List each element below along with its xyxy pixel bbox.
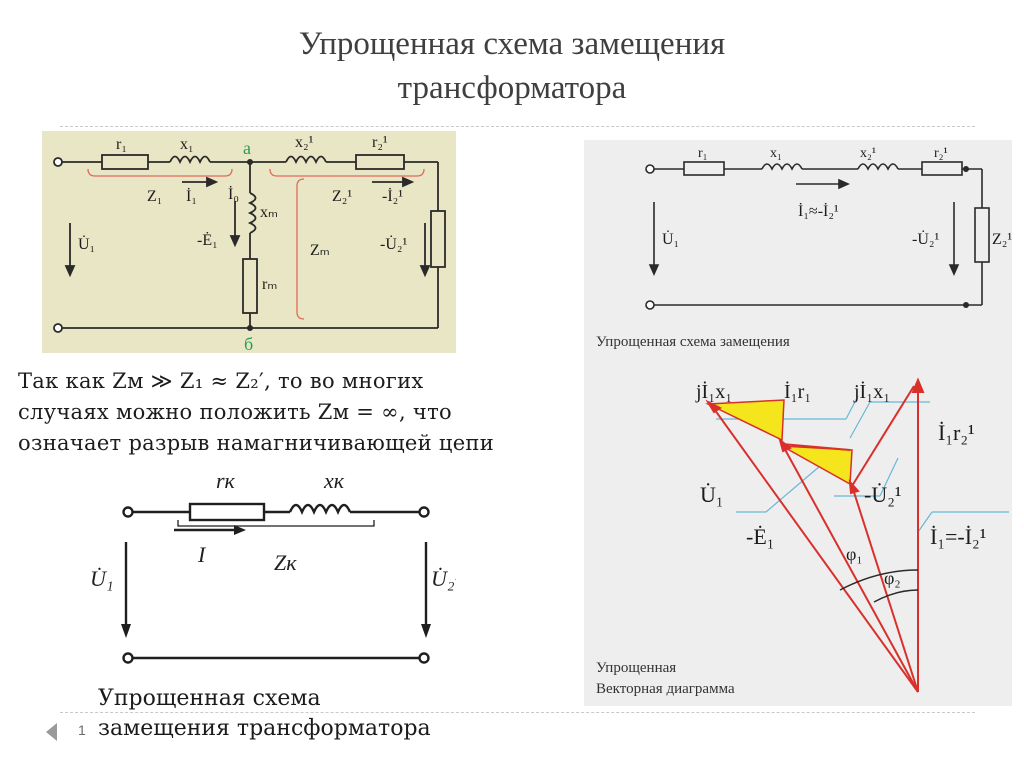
explanation-paragraph: Так как Zм ≫ Z₁ ≈ Z₂′, то во многих случ… bbox=[18, 366, 578, 459]
u2-vector-label: -U̇₂¹ bbox=[864, 482, 901, 507]
paragraph-line1: Так как Zм ≫ Z₁ ≈ Z₂′, то во многих bbox=[18, 369, 424, 393]
u2-label: -U̇₂¹ bbox=[912, 230, 939, 248]
x1-label: x₁ bbox=[770, 146, 782, 161]
full-equivalent-circuit: r₁ x₁ а x₂¹ r₂¹ Z₁ İ₁ Z₂¹ -İ₂¹ U̇₁ İ₀ -Ė… bbox=[42, 131, 456, 353]
x1-inductor bbox=[169, 155, 211, 165]
z2-label: Z₂¹ bbox=[332, 188, 352, 205]
vector-diagram-panel: r₁ x₁ x₂¹ r₂¹ İ₁≈-İ₂¹ U̇₁ -U̇₂¹ Z₂¹ Упро… bbox=[584, 140, 1012, 706]
u1-label: U̇₁ bbox=[90, 566, 114, 591]
diagram-caption-line1: Упрощенная bbox=[596, 660, 676, 676]
title-divider bbox=[60, 126, 975, 127]
simplified-circuit-caption: Упрощенная схема замещения трансформатор… bbox=[98, 684, 431, 744]
phi2-label: φ₂ bbox=[884, 568, 901, 588]
xm-inductor bbox=[247, 192, 257, 234]
r2-label: r₂¹ bbox=[372, 134, 388, 151]
u1-label: U̇₁ bbox=[78, 235, 95, 253]
current-relation-vector-label: İ₁=-İ₂¹ bbox=[930, 524, 986, 549]
zm-label: Zₘ bbox=[310, 242, 330, 259]
caption-line1: Упрощенная схема bbox=[98, 686, 321, 711]
i1r2-label: İ₁r₂¹ bbox=[938, 420, 975, 445]
u2-vector bbox=[851, 485, 919, 693]
jI1x1-left-label: jİ₁x₁ bbox=[695, 380, 732, 403]
rk-resistor bbox=[188, 502, 266, 522]
current-relation-label: İ₁≈-İ₂¹ bbox=[798, 202, 839, 220]
diagram-caption-line2: Векторная диаграмма bbox=[596, 681, 735, 697]
x2-inductor bbox=[285, 155, 327, 165]
r2-label: r₂¹ bbox=[934, 146, 948, 161]
simplified-circuit: rк xк I Zк U̇₁ U̇₂¹ bbox=[90, 468, 456, 664]
e1-vector bbox=[781, 443, 919, 693]
node-a-label: а bbox=[243, 138, 251, 158]
i1r1-vector bbox=[781, 443, 851, 451]
slide-number: 1 bbox=[78, 722, 86, 738]
i2-label: -İ₂¹ bbox=[382, 187, 403, 205]
x2-label: x₂¹ bbox=[295, 134, 314, 151]
circuit-caption: Упрощенная схема замещения bbox=[596, 334, 790, 350]
panel-background bbox=[584, 140, 1012, 706]
rm-label: rₘ bbox=[262, 276, 277, 293]
current-i-label: I bbox=[197, 542, 207, 567]
xk-inductor bbox=[288, 503, 352, 516]
x2-inductor bbox=[857, 163, 899, 171]
i1r2-vector bbox=[851, 385, 915, 487]
xk-label: xк bbox=[323, 468, 345, 493]
slide-title-line1: Упрощенная схема замещения bbox=[298, 26, 726, 62]
r1-label: r₁ bbox=[698, 146, 708, 161]
u1-vector bbox=[711, 405, 919, 693]
xm-label: xₘ bbox=[260, 204, 278, 221]
i0-label: İ₀ bbox=[228, 185, 239, 203]
r1-label: r₁ bbox=[116, 136, 127, 153]
zk-label: Zк bbox=[274, 550, 297, 575]
circuit-background bbox=[42, 131, 456, 353]
x1-label: x₁ bbox=[180, 136, 194, 153]
x2-label: x₂¹ bbox=[860, 146, 876, 161]
i1-label: İ₁ bbox=[186, 187, 197, 205]
z1-label: Z₁ bbox=[147, 188, 162, 205]
u1-vector-label: U̇₁ bbox=[700, 482, 724, 507]
caption-line2: замещения трансформатора bbox=[98, 716, 431, 741]
x1-inductor bbox=[761, 163, 803, 171]
current-arrowhead bbox=[911, 377, 925, 393]
paragraph-line2: случаях можно положить Zм = ∞, что bbox=[18, 400, 452, 424]
paragraph-line3: означает разрыв намагничивающей цепи bbox=[18, 431, 495, 455]
u2-label: U̇₂¹ bbox=[431, 566, 456, 591]
phi1-arc bbox=[839, 569, 919, 591]
slide-title-line2: трансформатора bbox=[397, 70, 627, 106]
previous-slide-icon[interactable] bbox=[46, 723, 57, 741]
phi1-label: φ₁ bbox=[846, 544, 863, 564]
z2-label: Z₂¹ bbox=[992, 231, 1012, 248]
jI1x1-right-label: jİ₁x₁ bbox=[853, 380, 890, 403]
i1r1-label: İ₁r₁ bbox=[784, 380, 811, 403]
e1-label: -Ė₁ bbox=[197, 231, 218, 249]
upper-voltage-triangle bbox=[705, 399, 785, 442]
u2-label: -U̇₂¹ bbox=[380, 235, 407, 253]
node-b-label: б bbox=[244, 334, 253, 353]
u1-arrowhead bbox=[705, 399, 722, 414]
slide-title: Упрощенная схема замещения трансформатор… bbox=[0, 22, 1024, 110]
u1-label: U̇₁ bbox=[662, 230, 679, 248]
e1-vector-label: -Ė₁ bbox=[746, 524, 774, 549]
phi2-arc bbox=[873, 589, 919, 603]
rk-label: rк bbox=[216, 468, 236, 493]
footer-divider bbox=[60, 712, 975, 713]
